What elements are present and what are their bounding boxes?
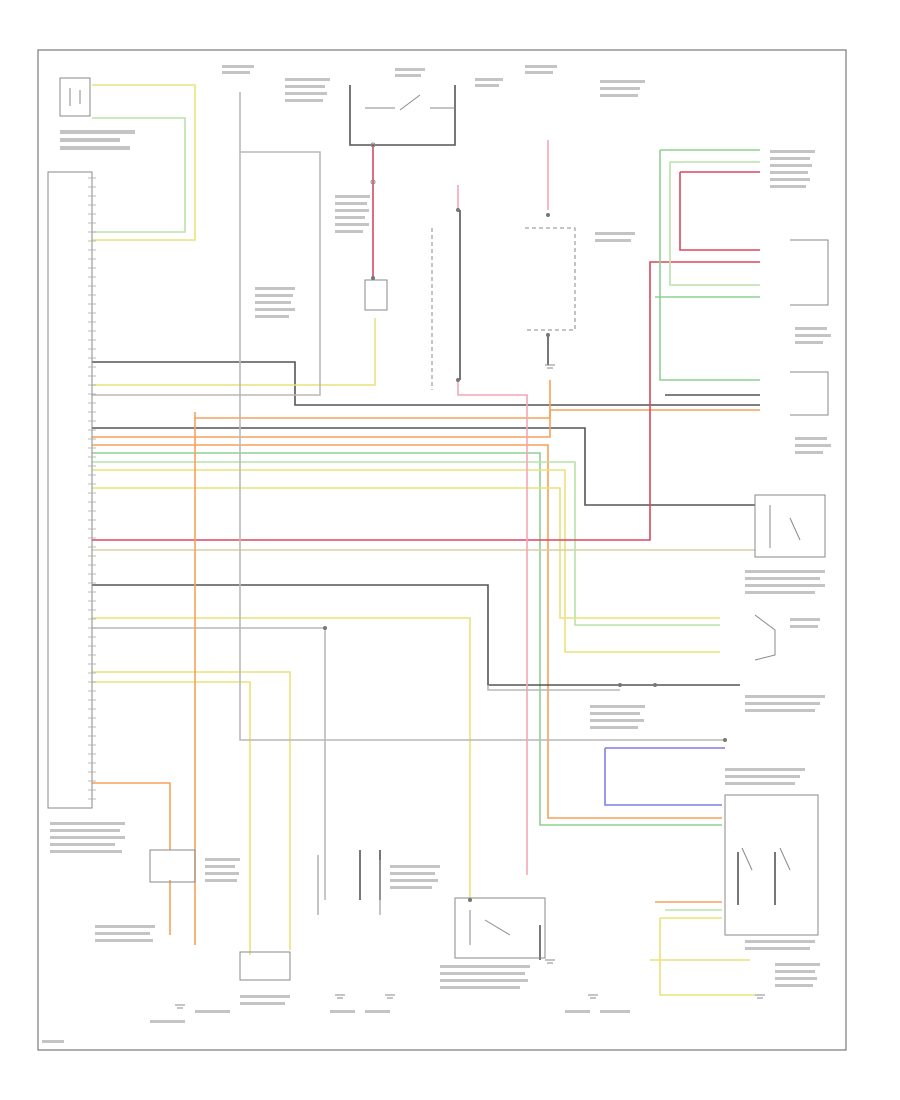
wire-yellow [92,318,376,386]
wire-yellow [92,617,471,900]
wire-gray [92,92,321,396]
wire-layer [92,84,776,996]
left-crash-sensor-box [454,897,546,959]
coolant-sensor-symbol [754,614,776,661]
wire-lightgreen [92,461,720,626]
pretensioner-box [239,951,291,981]
wire-blue [604,748,722,806]
wire-yellow [92,671,291,950]
wire-pink [457,380,528,490]
label-marks [42,65,831,1043]
wire-red [92,261,760,541]
wire-yellow [92,487,720,619]
passenger-connector-bracket [724,794,819,936]
diagram-frame [37,49,847,1051]
wire-lightgreen [92,117,186,233]
wire-orange [194,380,551,419]
right-sensor-bracket [790,239,829,306]
driver-module-box [149,849,196,883]
connector-pins [88,177,96,800]
front-crash-sensor-box [754,494,826,558]
wire-black [349,85,456,146]
wire-black [92,584,740,686]
wire-yellow [92,84,196,241]
resistor-component [59,77,91,117]
relay-connector [364,279,388,311]
wire-yellow [92,469,720,653]
wire-red [679,172,760,251]
junction-dots [323,208,727,902]
wire-gray [487,685,620,691]
wire-green [92,452,722,826]
wire-green [659,150,760,381]
left-sensor-bracket [790,371,829,416]
ground-symbols [175,364,765,1009]
wire-yellow [659,918,755,996]
wire-yellow [92,681,251,955]
wire-orange [92,782,171,850]
wire-black [92,427,755,506]
ignition-switch-symbol [365,94,455,111]
control-module-connector [47,171,93,809]
components [47,77,829,1009]
wire-lightgreen [669,162,760,286]
wire-orange [92,409,760,438]
wire-gray [239,152,725,741]
wire-orange [92,444,722,819]
